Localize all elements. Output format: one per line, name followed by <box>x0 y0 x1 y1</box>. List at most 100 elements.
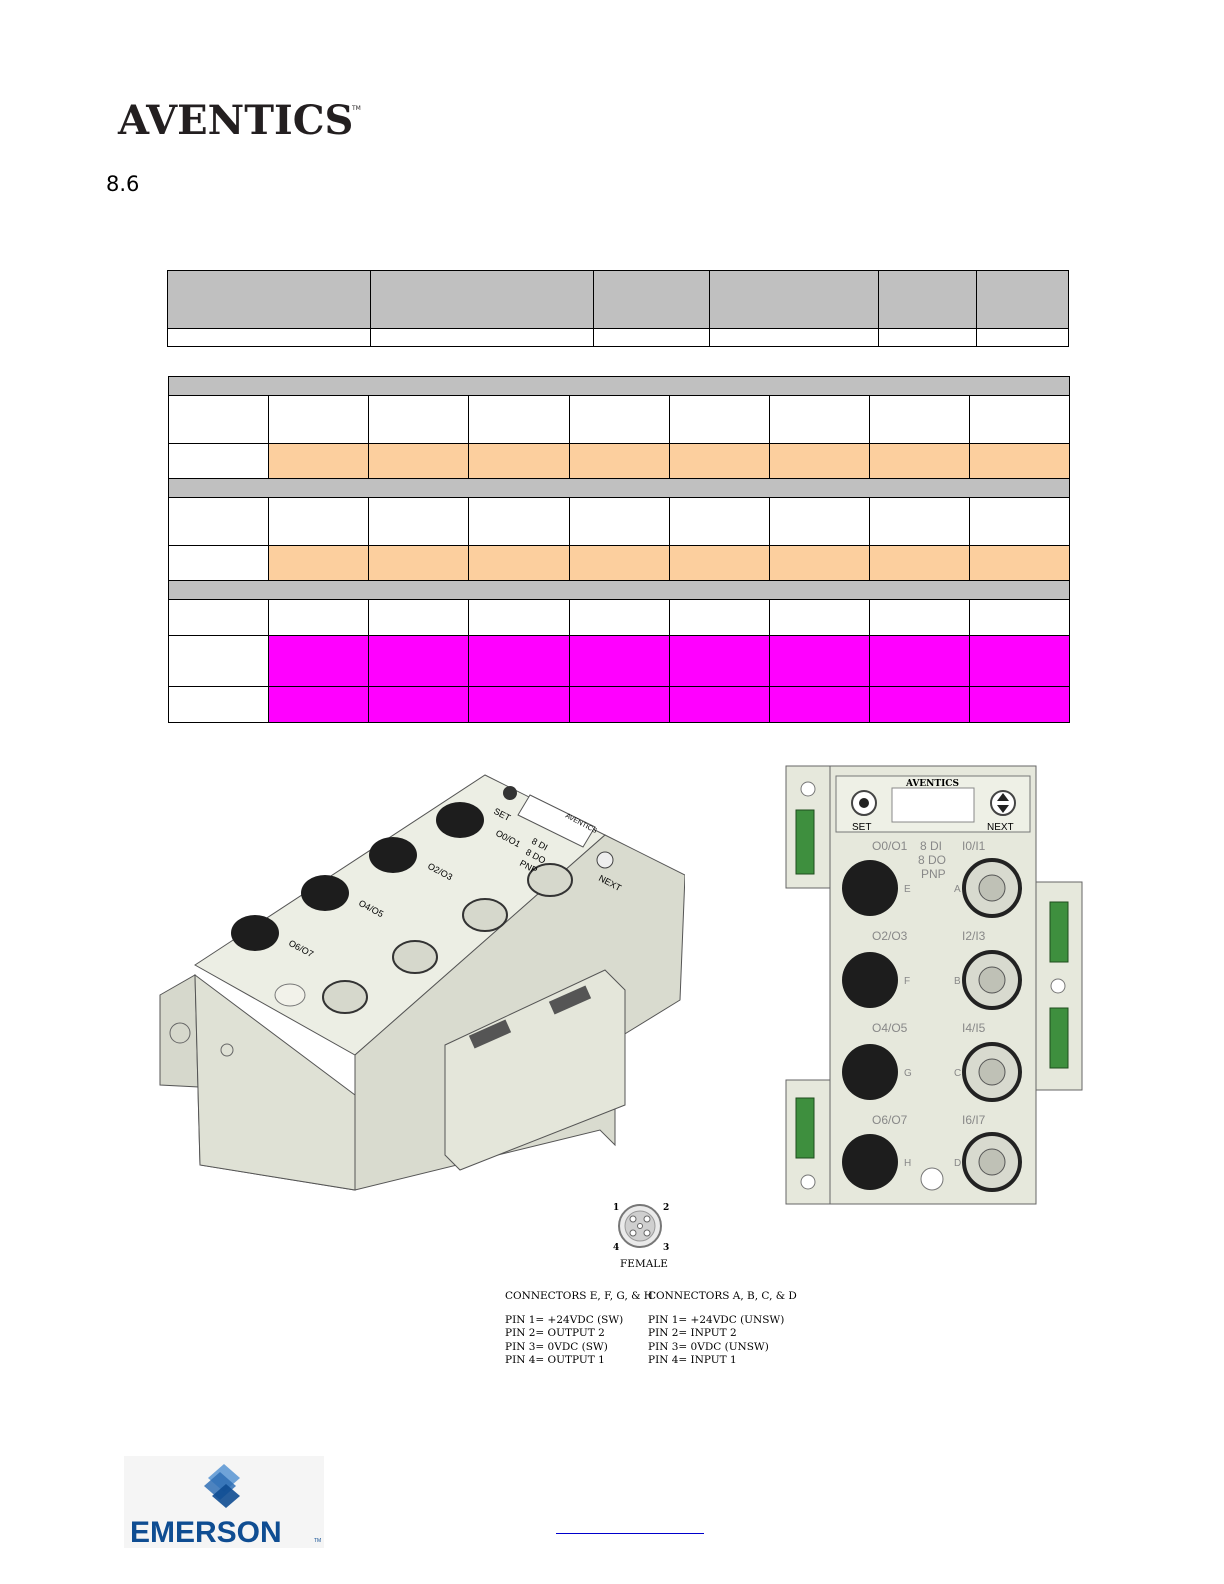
mapping-section-header <box>168 478 1070 498</box>
down-arrow-icon <box>997 805 1009 813</box>
port-letter: G <box>904 1068 912 1079</box>
next-button-icon <box>596 851 614 869</box>
mapping-cell <box>368 599 469 636</box>
input-connector-icon <box>462 898 508 932</box>
mapping-cell <box>969 599 1070 636</box>
spec-cell <box>593 328 710 347</box>
input-connector-core <box>978 1058 1006 1086</box>
mapping-cell <box>268 395 369 444</box>
mapping-cell <box>669 545 770 581</box>
mounting-hole <box>1050 978 1066 994</box>
mapping-cell <box>769 395 870 444</box>
mapping-cell <box>168 599 269 636</box>
set-button-icon <box>503 786 517 800</box>
output-cap-icon <box>436 802 484 838</box>
device-brand-label: AVENTICS <box>905 779 959 789</box>
set-label: SET <box>852 822 871 833</box>
input-connectors-block: CONNECTORS A, B, C, & D PIN 1= +24VDC (U… <box>648 1290 797 1368</box>
output-cap-icon <box>842 952 898 1008</box>
mapping-cell <box>268 635 369 687</box>
mapping-cell <box>168 443 269 479</box>
mounting-hole <box>800 1174 816 1190</box>
green-terminal <box>1049 1007 1069 1069</box>
mapping-cell <box>769 545 870 581</box>
mapping-row <box>168 686 1070 723</box>
port-label: O4/O5 <box>872 1021 908 1035</box>
aventics-trademark: TM <box>351 105 361 112</box>
mapping-row <box>168 443 1070 479</box>
mapping-cell <box>268 599 369 636</box>
pin-number: 3 <box>663 1243 669 1253</box>
mapping-cell <box>669 395 770 444</box>
port-letter: D <box>954 1158 961 1169</box>
pin-hole-icon <box>643 1229 651 1237</box>
mapping-cell <box>669 497 770 546</box>
port-label: I0/I1 <box>962 839 986 853</box>
spec-table <box>167 270 1069 347</box>
green-terminal <box>795 809 815 875</box>
spec-header-cell <box>878 270 977 329</box>
output-cap-icon <box>231 915 279 951</box>
module-desc: 8 DO <box>918 853 946 867</box>
next-button-icon <box>990 790 1016 816</box>
io-mapping-table <box>168 376 1070 723</box>
mapping-cell <box>168 686 269 723</box>
device-front-view-image: SET NEXT AVENTICS 8 DI 8 DO PNP O0/O1 E … <box>785 765 1083 1205</box>
mounting-hole <box>800 781 816 797</box>
spec-cell <box>167 328 371 347</box>
spec-table-row <box>167 328 1069 347</box>
emerson-trademark: TM <box>314 1538 321 1544</box>
mapping-cell <box>468 443 570 479</box>
mapping-cell <box>569 635 670 687</box>
mapping-cell <box>869 545 970 581</box>
mapping-cell <box>669 635 770 687</box>
input-connector-icon <box>527 863 573 897</box>
output-cap-icon <box>842 1134 898 1190</box>
female-label: FEMALE <box>620 1258 668 1270</box>
mapping-cell <box>468 395 570 444</box>
mapping-cell <box>569 443 670 479</box>
footer-link-underline[interactable] <box>556 1533 704 1534</box>
section-header-cell <box>168 580 1070 600</box>
output-port-g: O4/O5 G <box>842 1021 912 1100</box>
spec-cell <box>878 328 977 347</box>
input-connectors <box>322 863 573 1014</box>
mapping-cell <box>569 599 670 636</box>
pin-number: 2 <box>663 1203 669 1213</box>
spec-cell <box>976 328 1069 347</box>
pin-number: 4 <box>613 1243 619 1253</box>
mapping-row <box>168 599 1070 636</box>
display-window <box>517 794 596 848</box>
mapping-cell <box>969 395 1070 444</box>
pin-assignment: PIN 4= OUTPUT 1 <box>505 1354 605 1366</box>
port-label: O6/O7 <box>872 1113 908 1127</box>
input-connector-core <box>978 874 1006 902</box>
section-header-cell <box>168 478 1070 498</box>
mapping-cell <box>569 545 670 581</box>
ul-mark-icon <box>169 1022 191 1044</box>
port-letter: B <box>954 976 961 987</box>
mapping-cell <box>468 545 570 581</box>
port-label: I2/I3 <box>962 929 986 943</box>
mounting-hole <box>274 983 306 1007</box>
section-number: 8.6 <box>106 172 140 196</box>
mapping-cell <box>569 686 670 723</box>
set-button-dot <box>859 798 869 808</box>
mapping-cell <box>368 395 469 444</box>
spec-header-cell <box>593 270 710 329</box>
mapping-cell <box>168 635 269 687</box>
pin-assignment: PIN 2= INPUT 2 <box>648 1327 737 1339</box>
mapping-cell <box>268 497 369 546</box>
mapping-cell <box>368 497 469 546</box>
pin-hole-icon <box>643 1215 651 1223</box>
mapping-cell <box>869 395 970 444</box>
next-label: NEXT <box>987 822 1014 833</box>
mapping-cell <box>168 395 269 444</box>
mounting-hole <box>920 1167 944 1191</box>
input-port-b: I2/I3 B <box>954 929 1022 1010</box>
mapping-cell <box>669 686 770 723</box>
mapping-cell <box>969 686 1070 723</box>
output-port-h: O6/O7 H <box>842 1113 911 1190</box>
emerson-symbol-icon <box>204 1464 240 1508</box>
input-port-c: I4/I5 C <box>954 1021 1022 1102</box>
